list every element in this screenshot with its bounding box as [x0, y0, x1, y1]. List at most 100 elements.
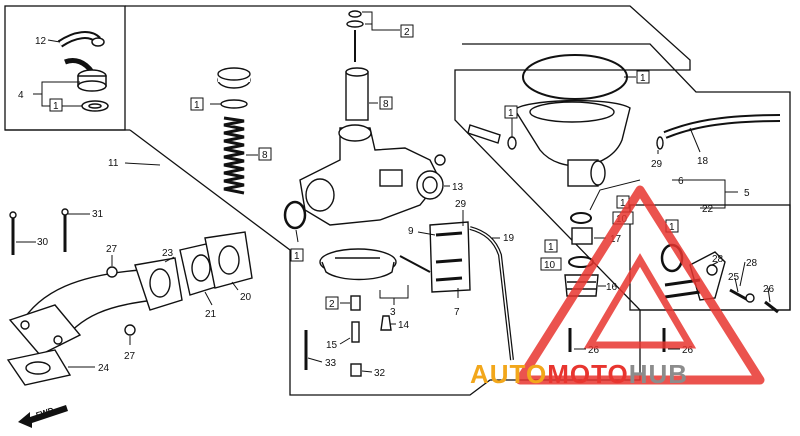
- carb-intake-bore: [338, 124, 372, 142]
- float-chamber-parts: [467, 54, 781, 352]
- callout-17: 17: [610, 234, 622, 245]
- top-cap-washer: [220, 99, 248, 109]
- boxed-callout-1-mid: 1: [194, 100, 200, 111]
- callout-26-c: 26: [682, 345, 694, 356]
- boxed-callout-1-lower: 1: [548, 242, 554, 253]
- callout-28-b: 28: [746, 258, 758, 269]
- callout-6: 6: [678, 176, 684, 187]
- boxed-callout-10-b: 10: [544, 260, 556, 271]
- jet-15: [351, 321, 360, 343]
- screw-28b: [664, 290, 701, 299]
- nut-27-bottom: [124, 324, 136, 336]
- nut-27-top: [106, 266, 118, 278]
- callout-4: 4: [18, 90, 24, 101]
- boxed-callout-8-spring: 8: [262, 150, 268, 161]
- carburetor-callout-leaders: [210, 11, 500, 373]
- callout-32: 32: [374, 368, 386, 379]
- gasket-plate-7: [429, 221, 471, 293]
- callout-16: 16: [606, 282, 618, 293]
- carburetor-parts: [217, 10, 514, 377]
- boxed-callout-frame: [49, 98, 63, 112]
- intake-callout-leaders: [16, 162, 239, 368]
- callout-26-a: 26: [763, 284, 775, 295]
- insulator-hole: [218, 245, 240, 275]
- callout-33: 33: [325, 358, 337, 369]
- watermark-moto: MOTO: [547, 359, 629, 389]
- float-chamber-callout-leaders: [511, 76, 771, 350]
- flange-hole: [20, 320, 30, 330]
- throttle-spring: [223, 116, 245, 195]
- boxed-callout-2-top: 2: [404, 27, 410, 38]
- callout-24: 24: [98, 363, 110, 374]
- watermark-hub: HUB: [629, 359, 688, 389]
- callout-25: 25: [728, 272, 740, 283]
- callout-19: 19: [503, 233, 515, 244]
- callout-3: 3: [390, 307, 396, 318]
- callout-27-top: 27: [106, 244, 118, 255]
- cap-washer-hole: [88, 103, 102, 109]
- callout-26-b: 26: [588, 345, 600, 356]
- boxed-callout-1-bowl: 1: [508, 108, 514, 119]
- carb-air-side: [305, 178, 335, 212]
- callout-20: 20: [240, 292, 252, 303]
- clip-2b: [346, 20, 364, 28]
- boxed-callout-1-right-top: 1: [640, 73, 646, 84]
- boxed-callout-1-ring: 1: [620, 198, 626, 209]
- callout-15: 15: [326, 340, 338, 351]
- nut-28c: [745, 293, 755, 303]
- float-pin-3: [399, 255, 431, 273]
- throttle-valve-8: [345, 71, 369, 121]
- section-outlines: [4, 5, 791, 396]
- callout-13: 13: [452, 182, 464, 193]
- callout-29-mid: 29: [455, 199, 467, 210]
- boxed-callout-1-panel: 1: [669, 222, 675, 233]
- callout-29-right: 29: [651, 159, 663, 170]
- callout-28-a: 28: [712, 254, 724, 265]
- boxed-callout-1: 1: [53, 101, 59, 112]
- watermark-triangle-inner-icon: [583, 253, 697, 349]
- watermark-auto: AUTO: [470, 359, 547, 389]
- screw-25: [729, 288, 749, 302]
- jet-2: [350, 295, 361, 311]
- screw-26c: [764, 300, 779, 314]
- boxed-callout-1-left: 1: [294, 251, 300, 262]
- watermark-triangle-icon: [515, 185, 765, 385]
- carburetor-boxed-frames: [190, 24, 414, 310]
- callout-7: 7: [454, 307, 460, 318]
- fuel-pipe-inset: [57, 31, 109, 112]
- intake-pipe-flange: [8, 304, 82, 356]
- washer-10: [570, 212, 592, 224]
- o-ring-small: [507, 136, 517, 150]
- callout-9: 9: [408, 226, 414, 237]
- callout-31: 31: [92, 209, 104, 220]
- o-ring-1: [283, 200, 307, 230]
- callout-18: 18: [697, 156, 709, 167]
- automotohub-watermark: AUTOMOTOHUB: [470, 185, 765, 389]
- intake-pipe-assembly: [6, 208, 253, 386]
- fwd-arrow-icon: FWD: [18, 405, 68, 428]
- jet-14: [380, 315, 392, 331]
- callout-22: 22: [702, 204, 714, 215]
- callout-23: 23: [162, 248, 174, 259]
- drain-screw: [467, 124, 501, 144]
- fuel-pipe-callouts: [33, 39, 82, 107]
- flange-hole: [53, 335, 63, 345]
- callout-5: 5: [744, 188, 750, 199]
- float-chamber-gasket: [522, 54, 628, 100]
- fuel-pipe-inset-box: [4, 5, 126, 131]
- valve-seat-17: [571, 227, 593, 245]
- insulator-hole: [191, 254, 211, 282]
- plug-32: [350, 363, 362, 377]
- clip-2: [348, 10, 362, 18]
- intake-pipe-outlet: [149, 268, 171, 298]
- boxed-callout-2-jet: 2: [329, 299, 335, 310]
- callout-30: 30: [37, 237, 49, 248]
- boxed-callout-8-tube: 8: [383, 99, 389, 110]
- fuel-pipe-end: [91, 37, 105, 47]
- cap-bottom: [77, 80, 107, 92]
- callout-11: 11: [108, 158, 119, 169]
- watermark-text: AUTOMOTOHUB: [470, 359, 688, 389]
- callout-27-bottom: 27: [124, 351, 136, 362]
- callout-14: 14: [398, 320, 410, 331]
